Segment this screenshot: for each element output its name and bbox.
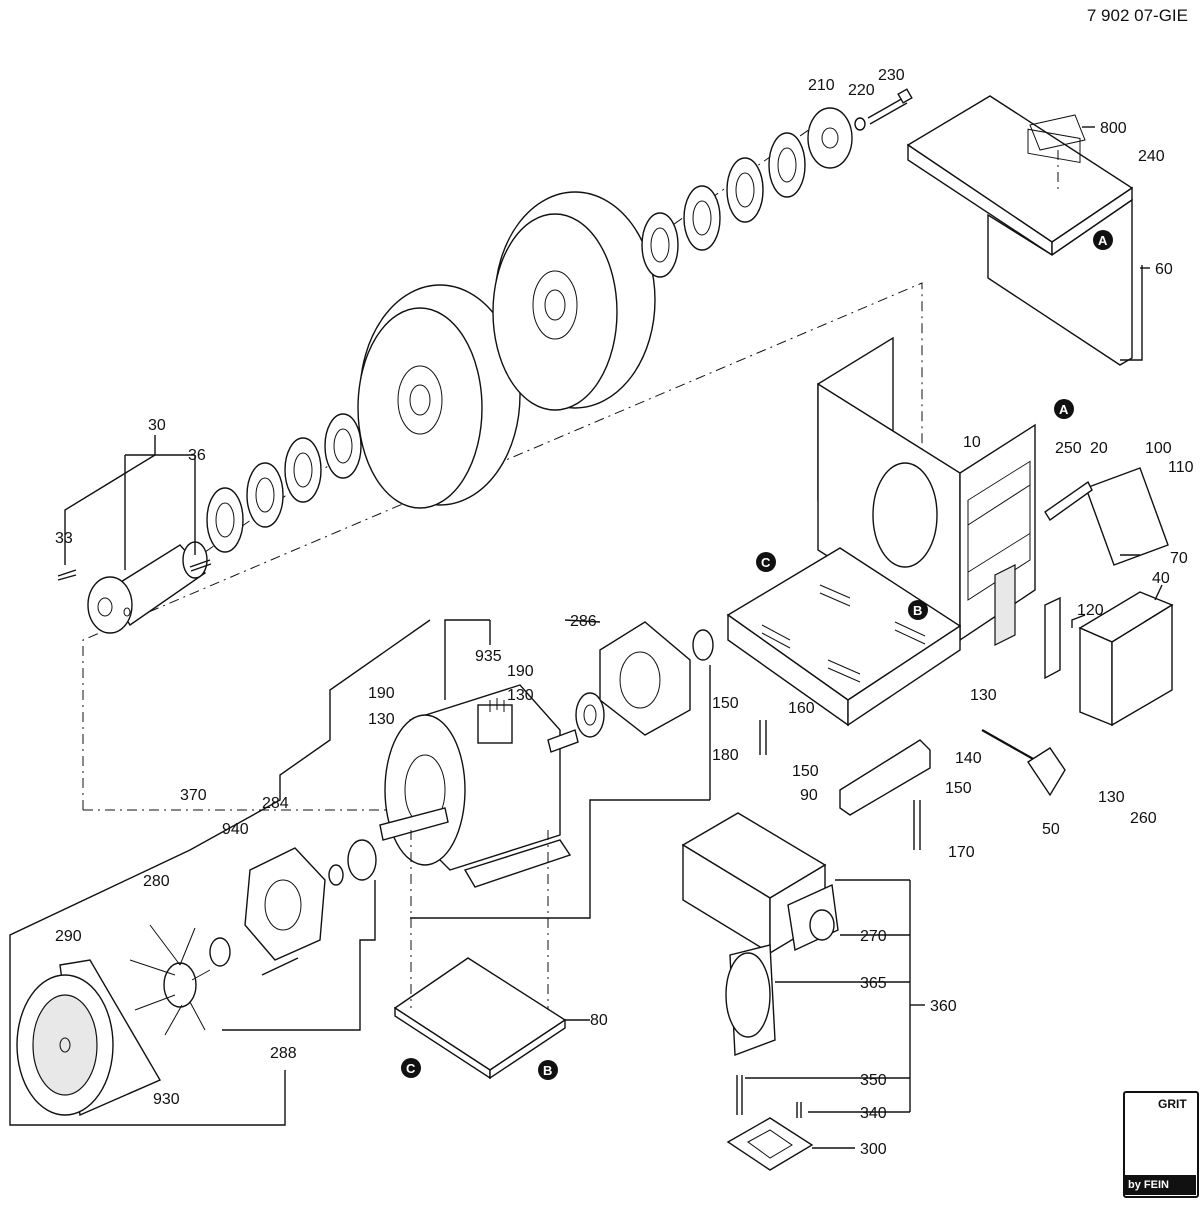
top-cover [906,95,1134,366]
part-label: 260 [1130,810,1157,827]
part-label: 940 [222,821,249,838]
svg-text:B: B [913,603,922,618]
logo-brand-text: GRIT [1158,1097,1187,1111]
svg-text:C: C [761,555,771,570]
part-label: 33 [55,530,73,547]
part-label: 340 [860,1105,887,1122]
part-label: 80 [590,1012,608,1029]
part-label: 130 [1098,789,1125,806]
logo-maker-text: by FEIN [1124,1175,1196,1195]
housing [726,336,1036,727]
part-label: 130 [368,711,395,728]
part-label: 270 [860,928,887,945]
fan [129,924,211,1036]
part-label: 210 [808,77,835,94]
svg-text:C: C [406,1061,416,1076]
part-label: 280 [143,873,170,890]
part-label: 350 [860,1072,887,1089]
grinding-wheel-front [357,284,521,509]
part-label: 150 [945,780,972,797]
part-label: 930 [153,1091,180,1108]
marker-a-housing: A [1054,399,1074,419]
part-label: 290 [55,928,82,945]
part-label: 800 [1100,120,1127,137]
part-label: 36 [188,447,206,464]
part-label: 50 [1042,821,1060,838]
motor [379,684,579,888]
tool-rest-parts [759,467,1174,850]
part-label: 90 [800,787,818,804]
part-label: 230 [878,67,905,84]
part-label: 60 [1155,261,1173,278]
fan-cover [16,959,162,1117]
part-label: 288 [270,1045,297,1062]
flange-washers [206,88,913,553]
leader-lines [9,126,1163,1149]
marker-b-housing: B [908,600,928,620]
svg-text:A: A [1098,233,1108,248]
part-label: 180 [712,747,739,764]
motor-end-shield-front [209,839,377,976]
part-label: 240 [1138,148,1165,165]
part-label: 140 [955,750,982,767]
part-label: 250 [1055,440,1082,457]
part-label: 110 [1168,459,1194,476]
part-label: 30 [148,417,166,434]
part-label: 40 [1152,570,1170,587]
part-label: 190 [507,663,534,680]
part-label: 370 [180,787,207,804]
part-label: 20 [1090,440,1108,457]
part-label: 160 [788,700,815,717]
base-plate [393,830,567,1080]
part-label: 130 [970,687,997,704]
part-label: 284 [262,795,289,812]
part-label: 170 [948,844,975,861]
spindle-assembly [57,541,212,634]
part-label: 300 [860,1141,887,1158]
switch-assembly [681,812,839,1171]
part-label: 150 [712,695,739,712]
part-numbers: 30 36 33 210 220 230 800 240 60 10 250 2… [55,67,1194,1158]
part-label: 10 [963,434,981,451]
part-label: 365 [860,975,887,992]
part-label: 70 [1170,550,1188,567]
part-label: 150 [792,763,819,780]
grinding-wheel-rear [492,191,656,411]
marker-b-base: B [538,1060,558,1080]
marker-c-housing: C [756,552,776,572]
part-label: 360 [930,998,957,1015]
part-label: 130 [507,687,534,704]
svg-text:B: B [543,1063,552,1078]
part-label: 935 [475,648,502,665]
motor-end-shield-rear [575,621,714,738]
marker-a-cover: A [1093,230,1113,250]
part-label: 286 [570,613,597,630]
marker-c-base: C [401,1058,421,1078]
part-label: 190 [368,685,395,702]
part-label: 220 [848,82,875,99]
svg-text:A: A [1059,402,1069,417]
part-label: 120 [1077,602,1104,619]
part-label: 100 [1145,440,1172,457]
reference-markers: A A C B C B [401,230,1113,1080]
drawing-number: 7 902 07-GIE [1086,6,1188,25]
